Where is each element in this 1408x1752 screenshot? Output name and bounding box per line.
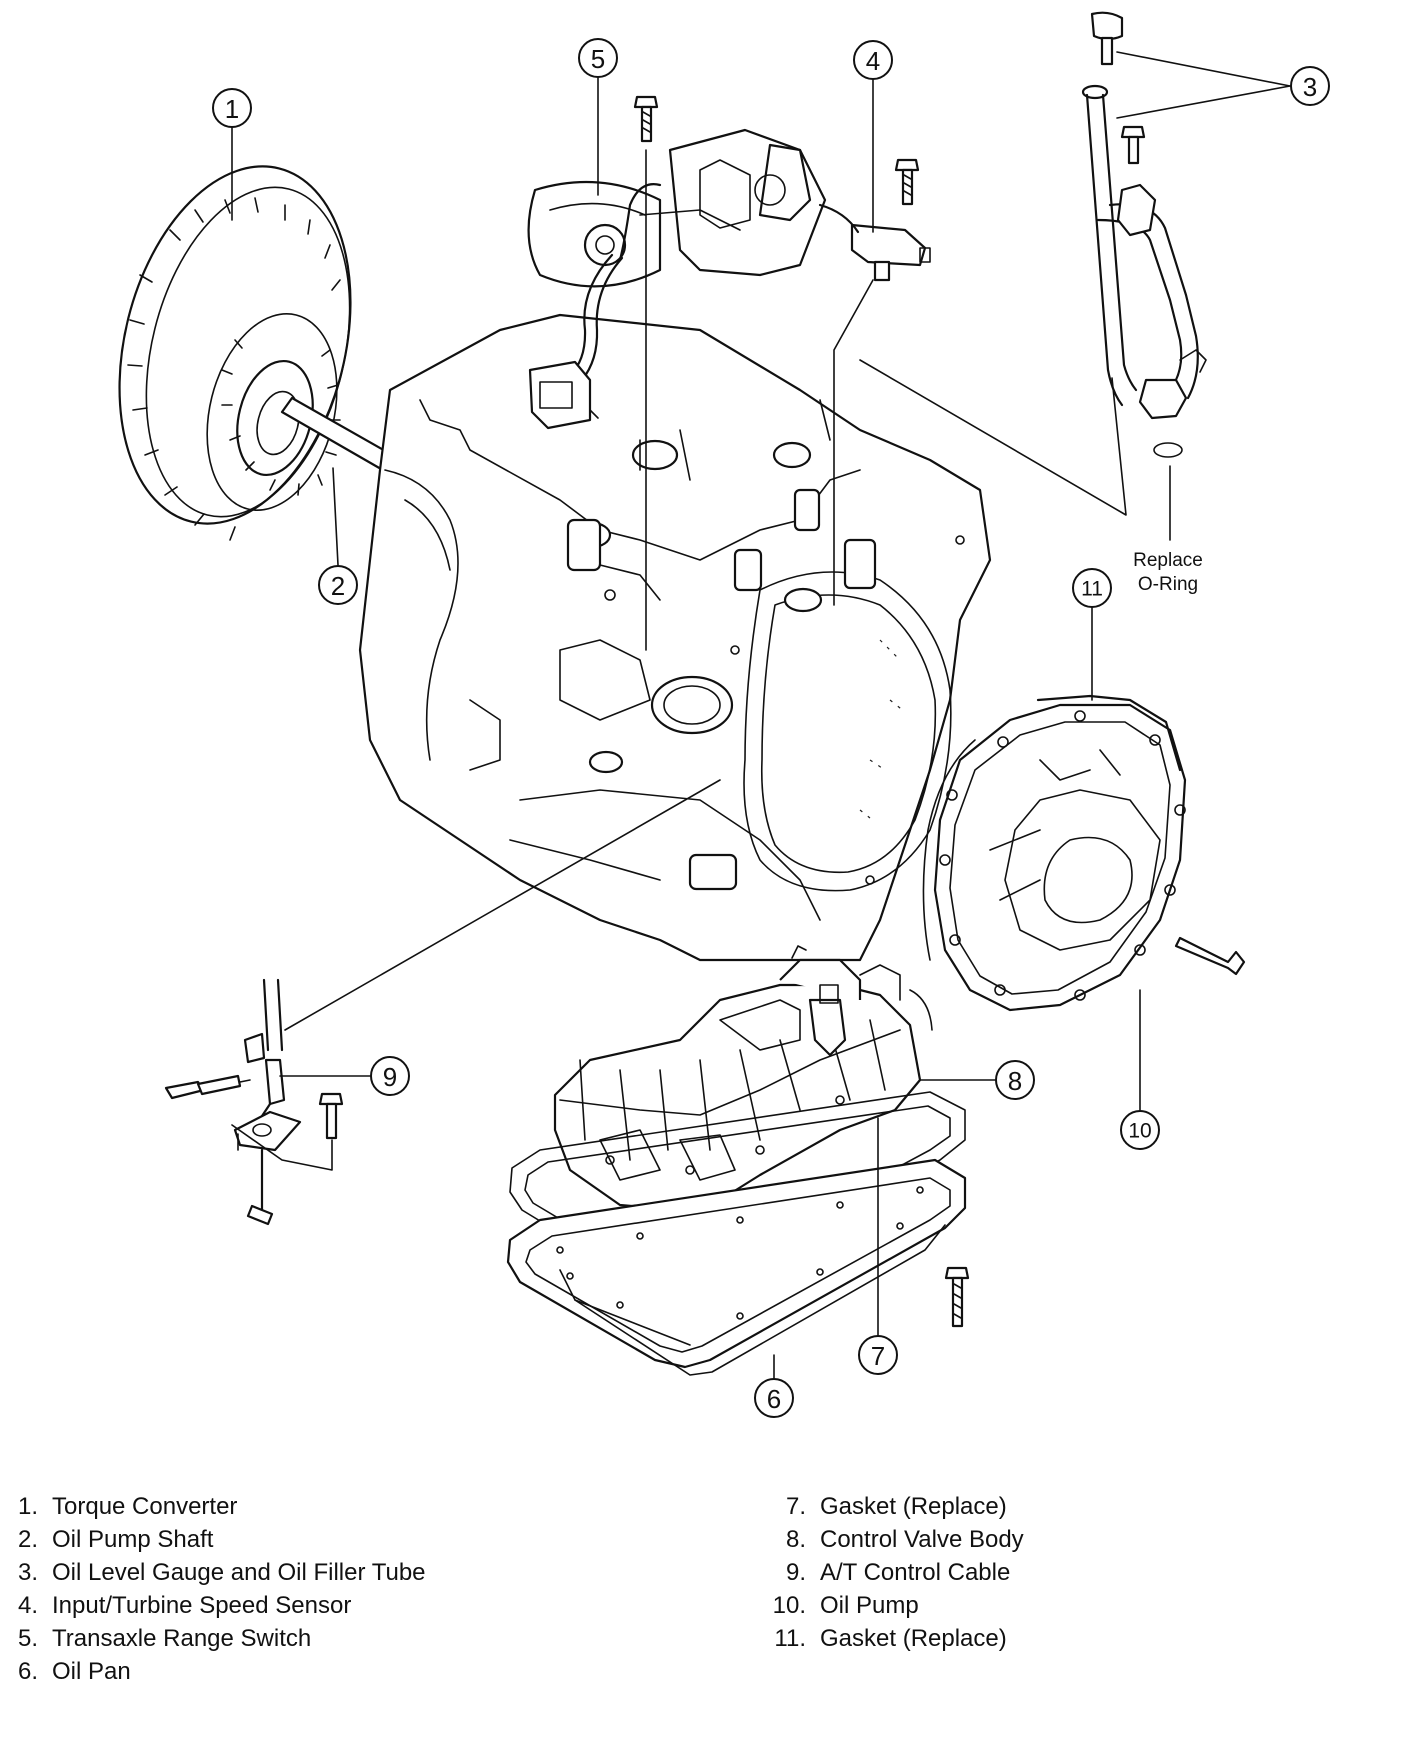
legend-item-number: 7.	[785, 1493, 806, 1520]
legend-item-number: 6.	[17, 1658, 38, 1685]
input-turbine-speed-sensor	[818, 203, 931, 282]
control-valve-body	[553, 945, 933, 1212]
callout-10: 10	[1120, 1110, 1160, 1150]
legend-item-text: Oil Pump	[820, 1592, 919, 1619]
legend-item-number: 4.	[17, 1592, 38, 1619]
callout-8-label: 8	[1008, 1066, 1022, 1096]
legend-item: 7. Gasket (Replace)	[760, 1490, 1024, 1523]
legend-item: 1. Torque Converter	[8, 1490, 426, 1523]
callout-1-label: 1	[225, 94, 239, 124]
legend-column-left: 1. Torque Converter 2. Oil Pump Shaft 3. Oi…	[8, 1490, 426, 1688]
legend-item: 10. Oil Pump	[760, 1589, 1024, 1622]
replace-o-ring-note: Replace O-Ring	[1133, 550, 1203, 595]
legend-item-number: 1.	[17, 1493, 38, 1520]
torque-converter	[118, 165, 352, 541]
note-line-1: Replace	[1133, 550, 1203, 571]
legend-item-text: Gasket (Replace)	[820, 1493, 1007, 1520]
legend-item-text: Control Valve Body	[820, 1526, 1024, 1553]
callout-3-label: 3	[1303, 72, 1317, 102]
legend-item-number: 9.	[785, 1559, 806, 1586]
note-line-2: O-Ring	[1138, 574, 1198, 595]
callout-11-label: 11	[1081, 578, 1103, 601]
range-switch-connector	[528, 360, 599, 430]
callout-7: 7	[858, 1335, 898, 1375]
legend-item-text: Oil Pump Shaft	[52, 1526, 214, 1553]
transaxle-range-switch	[527, 128, 827, 430]
legend-item-text: Oil Level Gauge and Oil Filler Tube	[52, 1559, 426, 1586]
legend-item-number: 8.	[785, 1526, 806, 1553]
legend-item-number: 3.	[17, 1559, 38, 1586]
callout-9: 9	[370, 1056, 410, 1096]
legend-item: 8. Control Valve Body	[760, 1523, 1024, 1556]
callout-1: 1	[212, 88, 252, 128]
legend-item-number: 11.	[774, 1625, 806, 1652]
exploded-transaxle-diagram: 1 2 3 4 5 6 7 8 9 10 11 Replace	[118, 11, 1330, 1418]
leader-lines	[231, 51, 1291, 1379]
legend-item: 5. Transaxle Range Switch	[8, 1622, 426, 1655]
legend-item-text: Gasket (Replace)	[820, 1625, 1007, 1652]
callout-10-label: 10	[1128, 1120, 1151, 1143]
bolt-speed-sensor	[894, 158, 920, 206]
legend-item-text: Transaxle Range Switch	[52, 1625, 312, 1652]
callout-4-label: 4	[866, 46, 880, 76]
oil-pump	[933, 703, 1187, 1012]
legend-item-text: Oil Pan	[52, 1658, 131, 1685]
callout-3: 3	[1290, 66, 1330, 106]
legend-item: 2. Oil Pump Shaft	[8, 1523, 426, 1556]
bolt-oil-pump	[1174, 936, 1246, 976]
legend-item-text: Torque Converter	[52, 1493, 238, 1520]
callout-5: 5	[578, 38, 618, 78]
legend-item: 3. Oil Level Gauge and Oil Filler Tube	[8, 1556, 426, 1589]
legend-item-text: Input/Turbine Speed Sensor	[52, 1592, 352, 1619]
oil-pump-gasket	[922, 694, 1182, 961]
callout-5-label: 5	[591, 44, 605, 74]
bolt-range-switch	[633, 95, 659, 143]
transaxle-case	[358, 313, 992, 962]
bolt-control-cable	[164, 1074, 242, 1100]
parts-legend: 1. Torque Converter 2. Oil Pump Shaft 3. Oi…	[0, 1490, 1408, 1710]
legend-item: 9. A/T Control Cable	[760, 1556, 1024, 1589]
bolt-oil-pan	[944, 1266, 970, 1328]
callout-6-label: 6	[767, 1384, 781, 1414]
legend-item-number: 10.	[772, 1592, 806, 1619]
callout-11: 11	[1072, 568, 1112, 608]
oil-pan	[506, 1158, 967, 1376]
at-control-cable	[233, 978, 302, 1226]
assembly-lines	[231, 149, 1127, 1171]
bolt-control-cable-bracket	[318, 1092, 344, 1140]
legend-item: 6. Oil Pan	[8, 1655, 426, 1688]
callout-9-label: 9	[383, 1062, 397, 1092]
legend-item-number: 5.	[17, 1625, 38, 1652]
legend-column-right: 7.Gasket (Replace) 8.Control Valve Body …	[760, 1490, 1024, 1655]
callout-6: 6	[754, 1378, 794, 1418]
bolt-filler-tube	[1120, 125, 1146, 165]
callout-8: 8	[995, 1060, 1035, 1100]
callout-7-label: 7	[871, 1341, 885, 1371]
callout-2-label: 2	[331, 571, 345, 601]
callout-4: 4	[853, 40, 893, 80]
legend-item: 4. Input/Turbine Speed Sensor	[8, 1589, 426, 1622]
legend-item: 11. Gasket (Replace)	[760, 1622, 1024, 1655]
callout-2: 2	[318, 565, 358, 605]
oil-level-gauge-and-filler-tube	[1081, 11, 1207, 458]
legend-item-number: 2.	[17, 1526, 38, 1553]
legend-item-text: A/T Control Cable	[820, 1559, 1011, 1586]
